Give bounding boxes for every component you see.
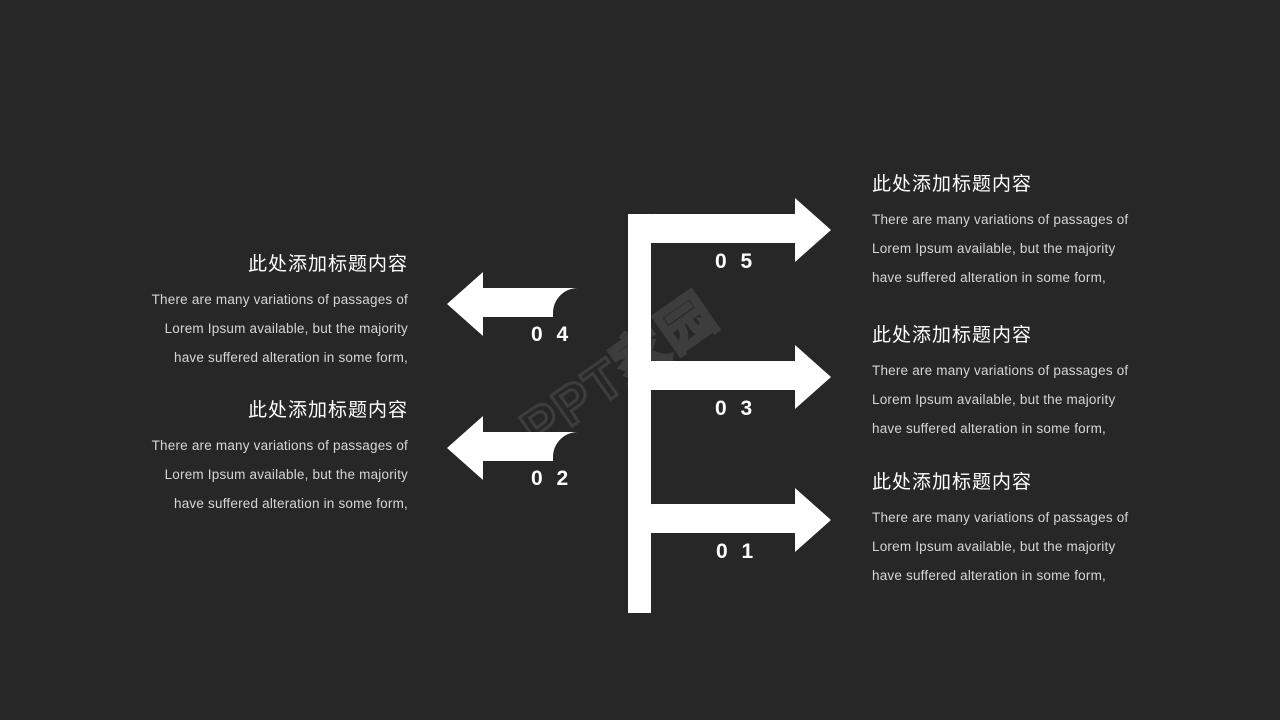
block-body-line-3: have suffered alteration in some form,: [872, 270, 1106, 285]
block-body-line-3: have suffered alteration in some form,: [174, 350, 408, 365]
block-body-line-2: Lorem Ipsum available, but the majority: [164, 467, 408, 482]
block-body-line-2: Lorem Ipsum available, but the majority: [872, 392, 1116, 407]
branch-arrow-01[interactable]: [628, 488, 831, 552]
text-block-right-3: 此处添加标题内容 There are many variations of pa…: [872, 470, 1192, 590]
block-title: 此处添加标题内容: [872, 325, 1033, 346]
block-title: 此处添加标题内容: [247, 400, 408, 421]
block-body-line-3: have suffered alteration in some form,: [174, 496, 408, 511]
block-body-line-3: have suffered alteration in some form,: [872, 421, 1106, 436]
branch-number-01: 0 1: [716, 540, 758, 563]
branch-number-05: 0 5: [715, 250, 757, 273]
branch-number-04: 0 4: [531, 323, 573, 346]
block-body-line-3: have suffered alteration in some form,: [872, 568, 1106, 583]
block-body-line-1: There are many variations of passages of: [151, 292, 408, 307]
block-title: 此处添加标题内容: [872, 174, 1033, 195]
block-title: 此处添加标题内容: [872, 472, 1033, 493]
block-body-line-1: There are many variations of passages of: [151, 438, 408, 453]
block-body-line-2: Lorem Ipsum available, but the majority: [872, 539, 1116, 554]
block-body-line-1: There are many variations of passages of: [872, 510, 1129, 525]
branch-arrow-02[interactable]: [447, 416, 651, 480]
text-block-right-1: 此处添加标题内容 There are many variations of pa…: [872, 172, 1192, 292]
text-block-right-2: 此处添加标题内容 There are many variations of pa…: [872, 323, 1192, 443]
branch-arrow-03[interactable]: [628, 345, 831, 409]
block-title: 此处添加标题内容: [247, 254, 408, 275]
block-body-line-2: Lorem Ipsum available, but the majority: [872, 241, 1116, 256]
branch-arrow-04[interactable]: [447, 272, 651, 336]
text-block-left-2: 此处添加标题内容 There are many variations of pa…: [88, 398, 408, 518]
text-block-left-1: 此处添加标题内容 There are many variations of pa…: [88, 252, 408, 372]
branch-number-02: 0 2: [531, 467, 573, 490]
branch-arrow-05[interactable]: [628, 198, 831, 262]
block-body-line-1: There are many variations of passages of: [872, 363, 1129, 378]
block-body-line-1: There are many variations of passages of: [872, 212, 1129, 227]
branch-number-03: 0 3: [715, 397, 757, 420]
block-body-line-2: Lorem Ipsum available, but the majority: [164, 321, 408, 336]
